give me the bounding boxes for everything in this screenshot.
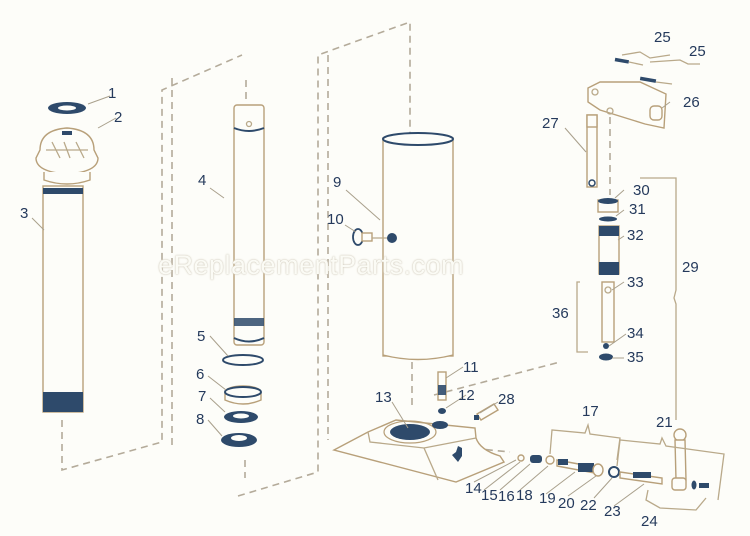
outer-cylinder (42, 185, 84, 413)
label-32: 32 (627, 227, 644, 244)
label-31: 31 (629, 201, 646, 218)
group-brackets (549, 51, 725, 511)
label-1: 1 (108, 85, 116, 102)
link-arm (586, 114, 598, 188)
label-6: 6 (196, 366, 204, 383)
label-34: 34 (627, 325, 644, 342)
label-25-b: 25 (689, 43, 706, 60)
label-5: 5 (197, 328, 205, 345)
label-20: 20 (558, 495, 575, 512)
ram (233, 104, 265, 346)
label-30: 30 (633, 182, 650, 199)
label-4: 4 (198, 172, 206, 189)
label-29: 29 (682, 259, 699, 276)
top-washer (48, 102, 86, 114)
label-26: 26 (683, 94, 700, 111)
label-8: 8 (196, 411, 204, 428)
pump-piston (474, 403, 499, 421)
label-14: 14 (465, 480, 482, 497)
label-23: 23 (604, 503, 621, 520)
label-22: 22 (580, 497, 597, 514)
label-36: 36 (552, 305, 569, 322)
watermark: eReplacementParts.com (158, 250, 465, 280)
fill-plug (352, 228, 397, 246)
label-18: 18 (516, 487, 533, 504)
reservoir-tube (382, 132, 454, 361)
label-10: 10 (327, 211, 344, 228)
release-valve-parts (437, 371, 447, 414)
label-11: 11 (463, 359, 479, 376)
label-33: 33 (627, 274, 644, 291)
ram-seals (221, 354, 264, 447)
label-9: 9 (333, 174, 341, 191)
label-27: 27 (542, 115, 559, 132)
pump-handle (671, 428, 709, 491)
label-13: 13 (375, 389, 392, 406)
top-nut (35, 127, 99, 185)
pump-linkage (517, 454, 663, 485)
label-19: 19 (539, 490, 556, 507)
label-17: 17 (582, 403, 599, 420)
label-21: 21 (656, 414, 673, 431)
label-15: 15 (481, 487, 498, 504)
label-35: 35 (627, 349, 644, 366)
label-2: 2 (114, 109, 122, 126)
part-labels: 1 2 3 4 5 6 7 8 9 10 11 12 13 14 15 16 1… (20, 29, 706, 530)
label-3: 3 (20, 205, 28, 222)
label-16: 16 (498, 488, 515, 505)
base (332, 419, 506, 483)
label-7: 7 (198, 388, 206, 405)
label-25-a: 25 (654, 29, 671, 46)
leader-lines (31, 95, 671, 507)
top-bracket (587, 57, 673, 129)
label-24: 24 (641, 513, 658, 530)
label-28: 28 (498, 391, 515, 408)
pump-assembly (576, 177, 677, 420)
label-12: 12 (458, 387, 475, 404)
